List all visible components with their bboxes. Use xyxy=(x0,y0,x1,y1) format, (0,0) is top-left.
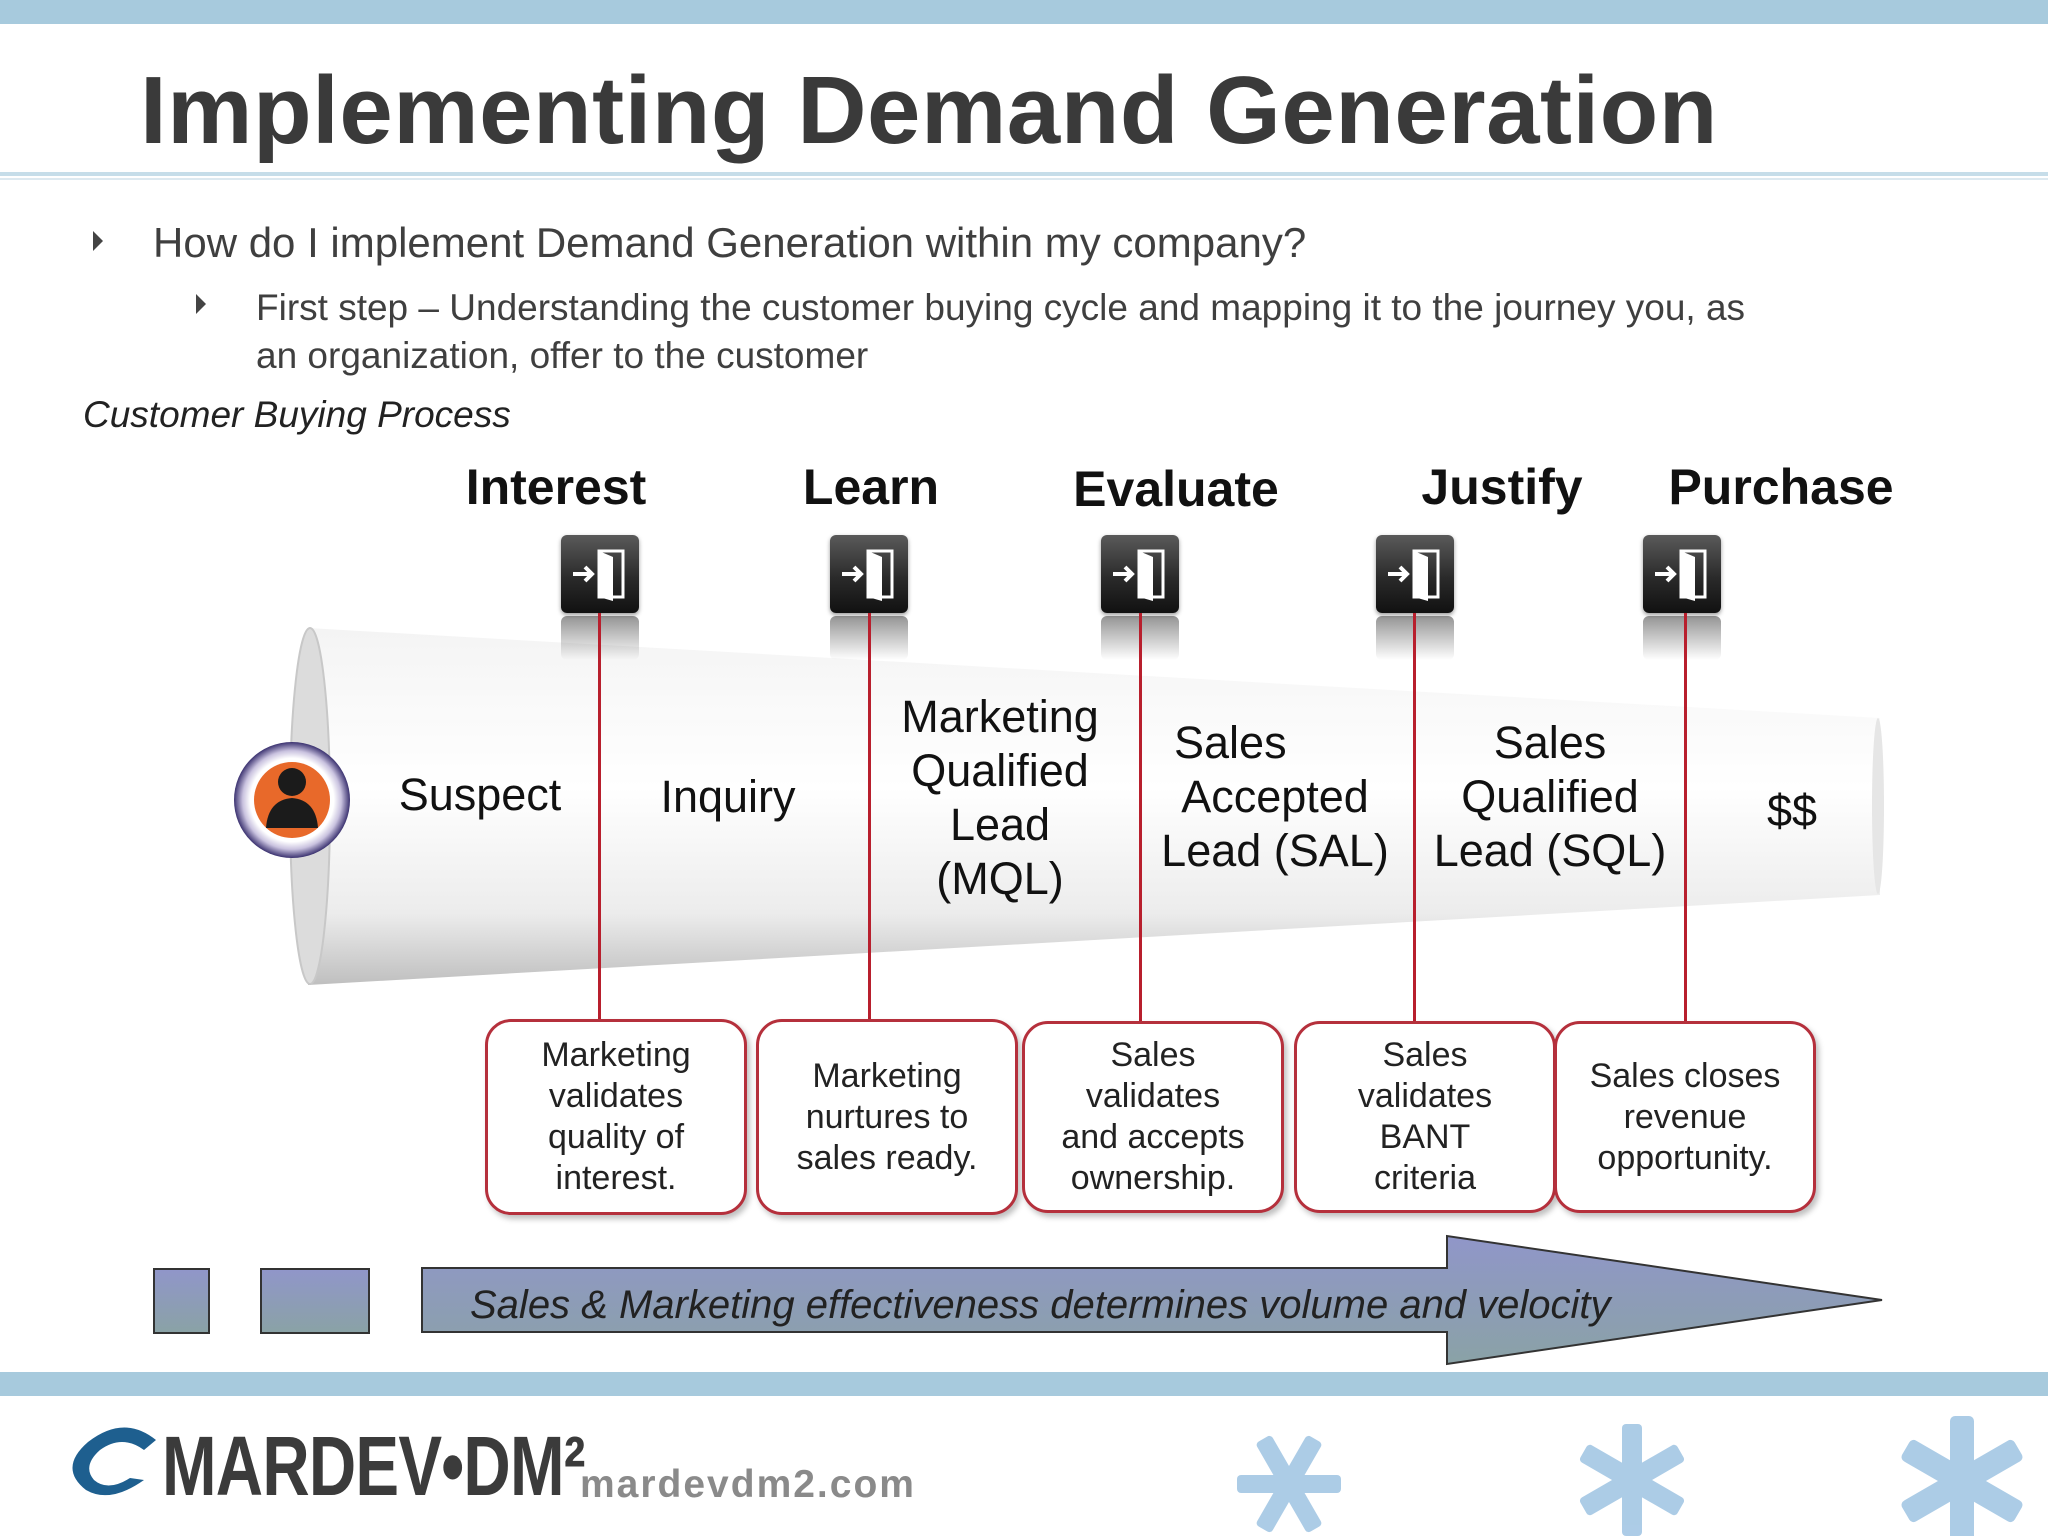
snowflake-icon xyxy=(1901,1416,2023,1536)
door-exit-icon xyxy=(561,535,639,613)
box-line: nurtures to xyxy=(805,1097,969,1136)
snowflake-icon xyxy=(1579,1424,1685,1536)
door-exit-glyph xyxy=(1113,549,1165,601)
funnel-tube xyxy=(308,628,1880,985)
snowflake-icon xyxy=(1237,1435,1341,1533)
connector-line xyxy=(1413,613,1416,1022)
funnel-label-line: Lead (SQL) xyxy=(1433,825,1667,876)
validation-box-interest: Marketing validates quality of interest. xyxy=(485,1019,747,1215)
bullet-1: How do I implement Demand Generation wit… xyxy=(153,219,1307,266)
box-line: quality of xyxy=(547,1118,685,1156)
door-exit-glyph xyxy=(1655,549,1707,601)
validation-box-evaluate: Sales validates and accepts ownership. xyxy=(1022,1021,1284,1213)
logo-swoosh-icon xyxy=(72,1427,156,1496)
connector-line xyxy=(1684,613,1687,1022)
bottom-band xyxy=(0,1372,2048,1396)
funnel-label-revenue: $$ xyxy=(1766,785,1818,836)
box-line: Sales closes xyxy=(1589,1056,1781,1095)
slide-title: Implementing Demand Generation xyxy=(140,57,1718,164)
arrow-caption: Sales & Marketing effectiveness determin… xyxy=(470,1283,1611,1327)
validation-box-justify: Sales validates BANT criteria xyxy=(1294,1021,1556,1213)
funnel-label-line: Lead (SAL) xyxy=(1161,825,1389,876)
funnel-label-line: Sales xyxy=(1493,717,1607,768)
bullet-2-line-1: First step – Understanding the customer … xyxy=(256,287,1746,328)
door-exit-glyph xyxy=(842,549,894,601)
diagram-subtitle: Customer Buying Process xyxy=(83,394,511,435)
door-exit-glyph xyxy=(573,549,625,601)
box-line: Sales xyxy=(1110,1036,1196,1074)
door-exit-icon xyxy=(830,535,908,613)
bullet-2-line-2: an organization, offer to the customer xyxy=(256,335,869,376)
funnel-label-line: Qualified xyxy=(1461,771,1639,822)
icon-reflection xyxy=(1643,616,1721,660)
funnel-label-line: Qualified xyxy=(911,745,1089,796)
box-line: opportunity. xyxy=(1597,1138,1773,1177)
box-line: Sales xyxy=(1382,1036,1468,1074)
box-line: criteria xyxy=(1373,1159,1476,1197)
top-band xyxy=(0,0,2048,24)
funnel-label-line: Sales xyxy=(1174,717,1287,768)
box-line: ownership. xyxy=(1070,1159,1236,1197)
box-line: revenue xyxy=(1623,1097,1747,1136)
funnel-label-sql: Sales Qualified Lead (SQL) xyxy=(1428,716,1672,878)
title-rule xyxy=(0,172,2048,176)
funnel-label-inquiry: Inquiry xyxy=(660,771,796,822)
stage-label-interest: Interest xyxy=(465,459,647,515)
connector-line xyxy=(598,613,601,1020)
stage-label-purchase: Purchase xyxy=(1668,459,1894,515)
legend-square-small xyxy=(153,1268,210,1334)
website-url[interactable]: mardevdm2.com xyxy=(580,1463,916,1506)
box-line: Marketing xyxy=(541,1036,691,1074)
connector-line xyxy=(868,613,871,1020)
box-line: Marketing xyxy=(812,1056,962,1095)
funnel-label-line: (MQL) xyxy=(936,853,1064,904)
bullet-arrow-icon xyxy=(93,231,103,251)
box-line: sales ready. xyxy=(796,1138,978,1177)
box-line: and accepts xyxy=(1061,1118,1245,1156)
bullet-2: First step – Understanding the customer … xyxy=(256,284,1745,380)
funnel-label-suspect: Suspect xyxy=(398,769,562,820)
box-line: validates xyxy=(548,1077,684,1115)
box-line: BANT xyxy=(1379,1118,1471,1156)
door-exit-icon xyxy=(1101,535,1179,613)
funnel-label-line: Lead xyxy=(949,799,1051,850)
legend-square-wide xyxy=(260,1268,370,1334)
door-exit-icon xyxy=(1643,535,1721,613)
funnel-label-line: Accepted xyxy=(1181,771,1369,822)
company-logo: MARDEV•DM² xyxy=(162,1419,586,1513)
door-exit-glyph xyxy=(1388,549,1440,601)
box-line: validates xyxy=(1357,1077,1493,1115)
funnel-label-sal: Sales Accepted Lead (SAL) xyxy=(1150,716,1400,878)
effectiveness-arrow xyxy=(421,1234,1883,1366)
connector-line xyxy=(1139,613,1142,1022)
title-rule-thin xyxy=(0,178,2048,180)
door-exit-icon xyxy=(1376,535,1454,613)
person-avatar-icon xyxy=(234,742,350,858)
funnel-label-mql: Marketing Qualified Lead (MQL) xyxy=(880,690,1120,906)
funnel-label-line: Marketing xyxy=(901,691,1099,742)
validation-box-learn: Marketing nurtures to sales ready. xyxy=(756,1019,1018,1215)
sub-bullet-arrow-icon xyxy=(196,294,206,314)
stage-label-justify: Justify xyxy=(1421,459,1583,515)
validation-box-purchase: Sales closes revenue opportunity. xyxy=(1554,1021,1816,1213)
stage-label-learn: Learn xyxy=(802,459,940,515)
box-line: interest. xyxy=(555,1159,677,1197)
box-line: validates xyxy=(1085,1077,1221,1115)
funnel-end xyxy=(1872,718,1884,894)
stage-label-evaluate: Evaluate xyxy=(1073,461,1279,517)
